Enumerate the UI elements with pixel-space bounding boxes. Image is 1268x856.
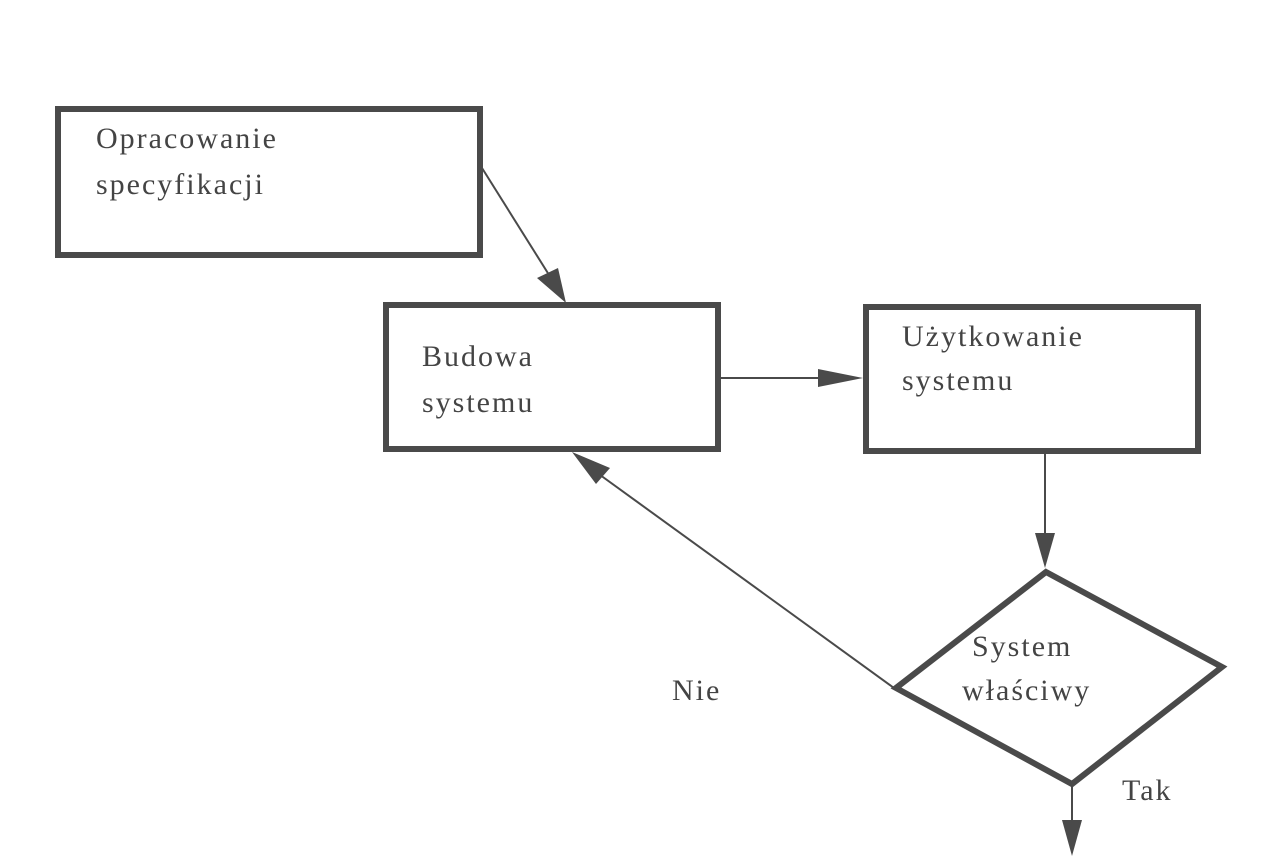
edge-spec-to-build <box>481 167 566 303</box>
edge-label-tak: Tak <box>1122 774 1173 807</box>
node-box <box>383 302 721 452</box>
node-box <box>55 106 483 258</box>
arrowhead-icon <box>1062 820 1082 856</box>
decision-diamond <box>890 568 1228 788</box>
arrowhead-icon <box>537 268 566 303</box>
edge-use-to-decision <box>1035 453 1055 568</box>
edge-label-nie: Nie <box>672 674 721 707</box>
node-budowa-systemu: Budowa systemu <box>383 302 721 452</box>
node-label-line-2: specyfikacji <box>96 168 265 201</box>
edge-build-to-use <box>721 369 863 387</box>
arrowhead-icon <box>1035 533 1055 568</box>
node-label-line-1: Budowa <box>422 340 534 373</box>
edge-decision-to-build-no: Nie <box>572 452 895 707</box>
edge-line <box>595 471 895 689</box>
node-label-line-1: Opracowanie <box>96 122 278 155</box>
node-label-line-2: systemu <box>902 364 1014 397</box>
node-uzytkowanie-systemu: Użytkowanie systemu <box>863 304 1201 454</box>
decision-label-line-2: właściwy <box>962 674 1091 707</box>
arrowhead-icon <box>818 369 863 387</box>
edge-decision-exit-yes: Tak <box>1062 774 1173 856</box>
node-box <box>863 304 1201 454</box>
decision-system-wlasciwy: System właściwy <box>890 568 1228 788</box>
node-label-line-1: Użytkowanie <box>902 320 1084 353</box>
node-opracowanie-specyfikacji: Opracowanie specyfikacji <box>55 106 483 258</box>
arrowhead-icon <box>572 452 610 484</box>
decision-label-line-1: System <box>972 630 1072 663</box>
edge-line <box>481 167 557 287</box>
node-label-line-2: systemu <box>422 386 534 419</box>
